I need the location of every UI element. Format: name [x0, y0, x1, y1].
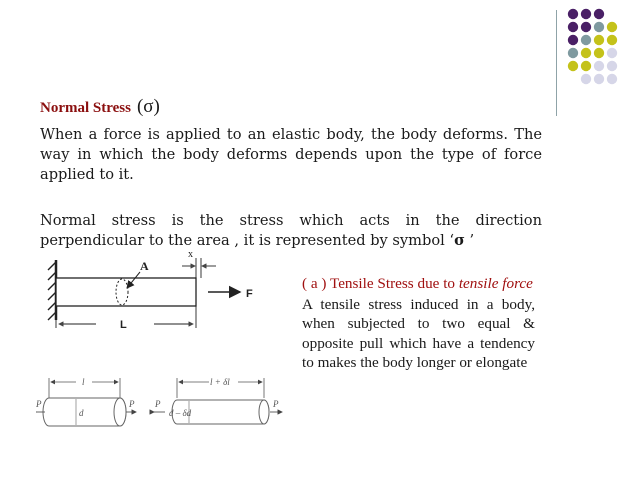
decorative-dot	[593, 8, 605, 20]
decorative-dot	[580, 21, 592, 33]
decorative-dot	[606, 73, 618, 85]
tensile-figure: A x F L l d P P	[36, 249, 283, 427]
heading-text: Normal Stress	[40, 100, 131, 116]
decorative-dot	[567, 8, 579, 20]
paragraph-intro: When a force is applied to an elastic bo…	[40, 126, 542, 183]
decorative-dot	[606, 60, 618, 72]
decorative-dot	[580, 73, 592, 85]
label-l-original: l	[82, 377, 85, 387]
label-d-reduced: d – δd	[169, 408, 192, 418]
label-d-original: d	[79, 408, 84, 418]
decorative-dot	[567, 60, 579, 72]
decorative-dot	[567, 21, 579, 33]
label-l: L	[120, 319, 127, 331]
label-p-right-2: P	[272, 399, 279, 409]
decorative-dots	[567, 8, 618, 85]
label-x: x	[188, 249, 193, 260]
decorative-dot	[606, 47, 618, 59]
tensile-stress-callout: ( a ) Tensile Stress due to tensile forc…	[302, 274, 535, 373]
callout-body: A tensile stress induced in a body, when…	[302, 295, 535, 372]
decorative-dot	[567, 47, 579, 59]
decorative-dot	[580, 34, 592, 46]
label-p-right-1: P	[128, 399, 135, 409]
label-a: A	[140, 259, 149, 273]
decorative-dot	[567, 34, 579, 46]
callout-title-text: ( a ) Tensile Stress due to	[302, 275, 459, 292]
sigma-symbol: σ	[454, 232, 465, 249]
decorative-dot	[593, 60, 605, 72]
decorative-dot	[606, 21, 618, 33]
decorative-dot	[580, 8, 592, 20]
label-f: F	[246, 288, 253, 300]
decorative-dot	[593, 21, 605, 33]
slide-heading: Normal Stress (σ)	[40, 96, 160, 118]
decorative-divider	[556, 10, 557, 116]
decorative-dot	[593, 34, 605, 46]
specimen-original: l d P P	[36, 377, 137, 427]
callout-title: ( a ) Tensile Stress due to tensile forc…	[302, 274, 535, 294]
specimen-elongated: l + δl d – δd P P	[149, 377, 283, 425]
fixed-wall	[47, 260, 58, 321]
decorative-dot	[593, 73, 605, 85]
callout-title-emphasis: tensile force	[458, 275, 533, 292]
label-p-left-1: P	[36, 399, 42, 409]
label-p-left-2: P	[154, 399, 161, 409]
definition-closing-quote: ’	[464, 232, 475, 249]
paragraph-definition: Normal stress is the stress which acts i…	[40, 211, 542, 251]
decorative-dot	[593, 47, 605, 59]
decorative-dot	[606, 34, 618, 46]
decorative-dot	[580, 47, 592, 59]
heading-symbol: (σ)	[136, 96, 160, 117]
label-l-elongated: l + δl	[210, 377, 230, 387]
definition-text: Normal stress is the stress which acts i…	[40, 212, 542, 249]
decorative-dot	[580, 60, 592, 72]
cross-section	[115, 278, 129, 306]
